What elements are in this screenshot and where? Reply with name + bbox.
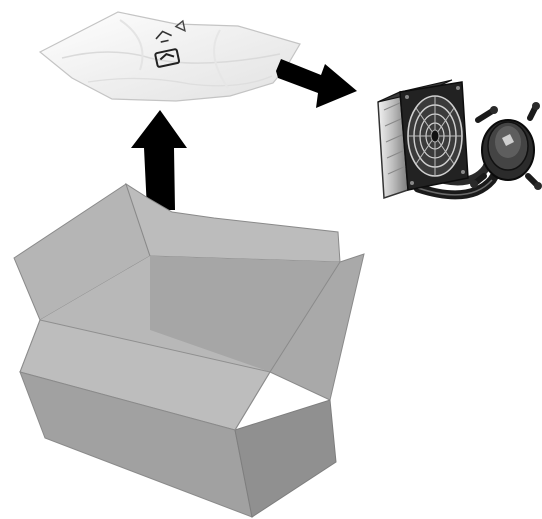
anti-static-bag-icon	[40, 12, 300, 101]
open-cardboard-box-icon	[14, 184, 364, 517]
liquid-cooler-icon	[378, 80, 542, 198]
arrow-right-icon	[276, 59, 357, 108]
pump-head-icon	[470, 102, 542, 190]
fan-grill-icon	[408, 96, 462, 176]
